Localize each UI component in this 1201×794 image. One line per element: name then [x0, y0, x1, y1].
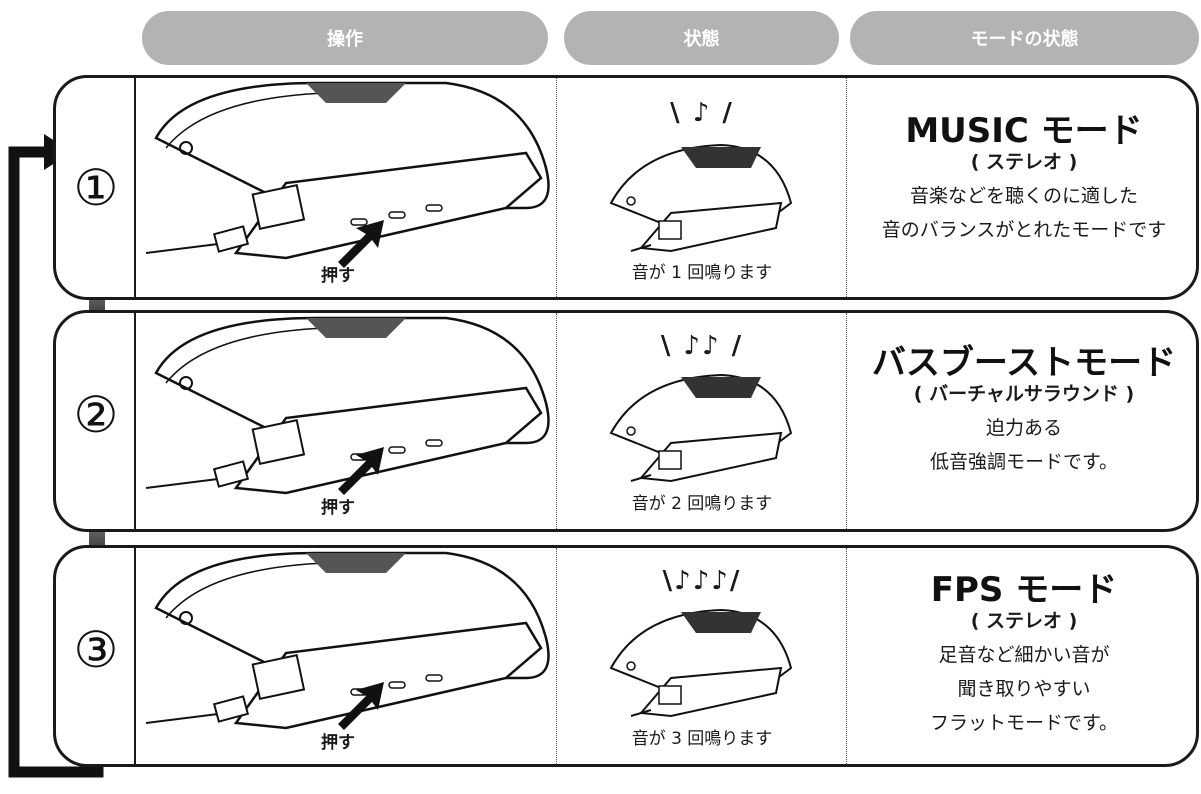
mode-desc-line: 聞き取りやすい — [957, 678, 1091, 700]
row-divider — [134, 313, 136, 529]
device-illustration-large — [146, 316, 550, 495]
device-illustration-small — [609, 608, 793, 718]
mode-subtitle: ( ステレオ ) — [970, 151, 1078, 173]
mode-desc-line: 音のバランスがとれたモードです — [881, 219, 1167, 241]
press-arrow-icon — [338, 220, 384, 268]
header-state: 状態 — [564, 11, 839, 65]
push-label: 押す — [321, 733, 355, 753]
header-operation: 操作 — [142, 11, 548, 65]
column-divider — [556, 78, 557, 297]
beep-count-text: 音が 3 回鳴ります — [631, 729, 773, 749]
header-operation-label: 操作 — [327, 29, 363, 50]
mode-row-bass-boost: ② 押す \ ♪♪ / 音が 2 回鳴ります バスブーストモード ( バーチャル… — [53, 310, 1199, 532]
press-arrow-icon — [338, 682, 384, 730]
device-illustration-small — [609, 143, 793, 253]
mode-description: MUSIC モード ( ステレオ ) 音楽などを聴くのに適した 音のバランスがと… — [846, 111, 1196, 247]
header-state-label: 状態 — [683, 29, 720, 50]
device-illustration-large — [146, 81, 550, 260]
press-arrow-icon — [338, 447, 384, 495]
header-mode-state-label: モードの状態 — [970, 29, 1079, 50]
header-mode-state: モードの状態 — [850, 11, 1199, 65]
mode-desc-line: 音楽などを聴くのに適した — [909, 185, 1138, 207]
mode-desc-line: 低音強調モードです。 — [929, 451, 1119, 473]
step-number: ③ — [73, 621, 119, 679]
mode-row-music: ① 押す \ ♪ / 音が 1 回鳴ります MUSIC モード ( ステレオ )… — [53, 75, 1199, 300]
beep-notes: \♪♪♪/ — [662, 566, 742, 596]
mode-title: バスブーストモード — [871, 343, 1177, 383]
mode-subtitle: ( バーチャルサラウンド ) — [913, 383, 1135, 405]
device-illustration-large — [146, 551, 550, 730]
beep-count-text: 音が 2 回鳴ります — [631, 494, 773, 514]
column-divider — [556, 313, 557, 529]
device-illustration-small — [609, 373, 793, 483]
mode-description: バスブーストモード ( バーチャルサラウンド ) 迫力ある 低音強調モードです。 — [846, 343, 1196, 479]
column-divider — [556, 548, 557, 764]
push-label: 押す — [321, 498, 355, 518]
push-label: 押す — [321, 266, 355, 286]
step-number: ① — [73, 159, 119, 217]
mode-subtitle: ( ステレオ ) — [970, 610, 1078, 632]
mode-desc-line: フラットモードです。 — [929, 712, 1119, 734]
column-divider — [846, 78, 847, 297]
beep-notes: \ ♪♪ / — [660, 331, 744, 361]
beep-notes: \ ♪ / — [670, 98, 734, 128]
mode-title: MUSIC モード — [905, 111, 1143, 151]
column-divider — [846, 313, 847, 529]
step-number: ② — [73, 386, 119, 444]
row-divider — [134, 548, 136, 764]
mode-description: FPS モード ( ステレオ ) 足音など細かい音が 聞き取りやすい フラットモ… — [846, 570, 1196, 740]
mode-title: FPS モード — [930, 570, 1118, 610]
column-divider — [846, 548, 847, 764]
mode-row-fps: ③ 押す \♪♪♪/ 音が 3 回鳴ります FPS モード ( ステレオ ) 足… — [53, 545, 1199, 767]
mode-desc-line: 足音など細かい音が — [938, 644, 1110, 666]
mode-desc-line: 迫力ある — [985, 417, 1062, 439]
beep-count-text: 音が 1 回鳴ります — [631, 263, 773, 283]
row-divider — [134, 78, 136, 297]
